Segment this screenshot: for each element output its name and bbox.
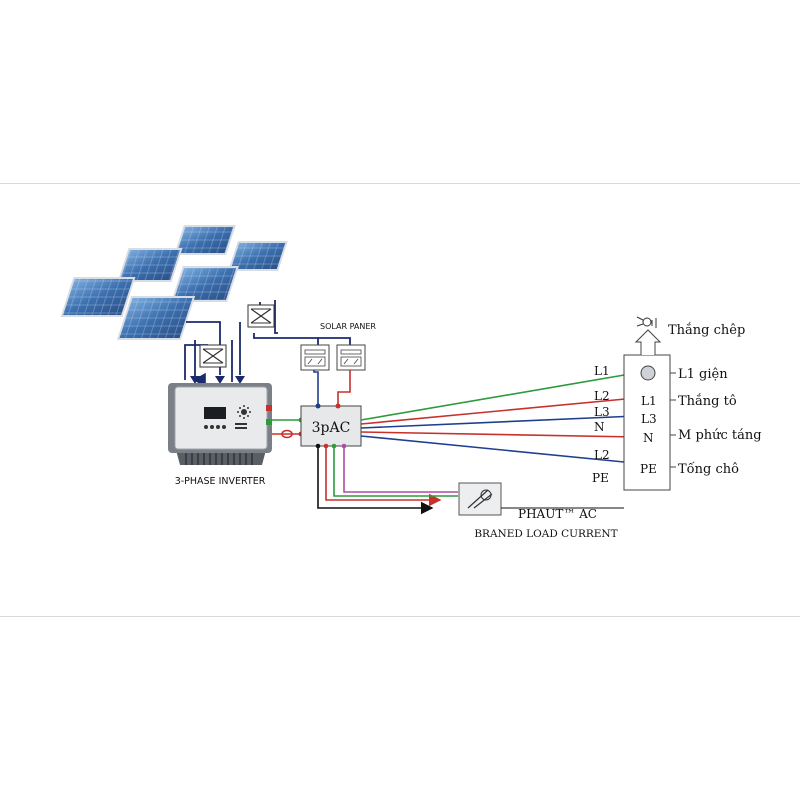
ac-junction-box	[300, 405, 362, 447]
line-label: L3	[594, 405, 610, 419]
inverter-ac-wires	[272, 419, 301, 439]
panel-side-label: M phức táng	[678, 428, 762, 443]
panel-side-label: Thắng tô	[678, 393, 737, 409]
inverter-buttons	[204, 425, 226, 429]
solar-panel-array	[60, 225, 288, 340]
distribution-panel	[623, 316, 676, 491]
solar-panel	[117, 248, 183, 282]
line-label: L2	[594, 389, 610, 403]
panel-label: L1	[641, 394, 657, 408]
gear-icon	[237, 405, 251, 419]
solar-panel	[228, 241, 288, 271]
solar-panel	[116, 296, 196, 340]
line-labels: L1 L2 L3 N L2 PE	[592, 364, 610, 485]
dc-arrowheads	[190, 376, 245, 384]
phase-lines	[360, 372, 637, 468]
solar-panel	[60, 277, 136, 317]
phase-ac-label: PHAUT™ AC	[518, 507, 597, 521]
load-wire-terminals	[315, 443, 347, 449]
panel-label: PE	[640, 462, 657, 476]
panel-side-label: Tống chô	[678, 461, 739, 477]
load-label: BRANED LOAD CURRENT	[474, 528, 617, 540]
dc-breaker-icon	[199, 344, 227, 368]
meter-icon	[336, 344, 366, 371]
meter-wire-blue	[313, 370, 319, 406]
solar-panel	[171, 266, 239, 302]
line-label: L1	[594, 364, 610, 378]
panel-label: N	[643, 431, 654, 445]
solar-panel-label: SOLAR PANER	[320, 322, 376, 331]
panel-inside-labels: L1 L3 N PE	[640, 394, 657, 476]
dc-breaker-icon	[247, 304, 275, 328]
line-label: N	[594, 420, 605, 434]
diagram-frame	[0, 183, 800, 617]
load-device-icon	[458, 482, 502, 516]
panel-side-label: L1 giện	[678, 367, 728, 382]
solar-panel	[174, 225, 236, 255]
panel-label: L3	[641, 412, 657, 426]
meter-icon	[300, 344, 330, 371]
grid-tower-icon	[636, 316, 657, 328]
inverter-display	[204, 407, 226, 419]
panel-top-label: Thắng chêp	[668, 322, 745, 338]
load-wires	[317, 446, 458, 515]
inverter-label: 3-PHASE INVERTER	[175, 476, 266, 487]
inverter-unit	[168, 383, 272, 465]
line-label: PE	[592, 471, 609, 485]
line-label: L2	[594, 448, 610, 462]
meter-wire-red	[337, 370, 351, 406]
panel-side-labels: L1 giện Thắng tô M phức táng Tống chô	[678, 367, 762, 477]
ac-box-label: 3pAC	[312, 420, 351, 436]
